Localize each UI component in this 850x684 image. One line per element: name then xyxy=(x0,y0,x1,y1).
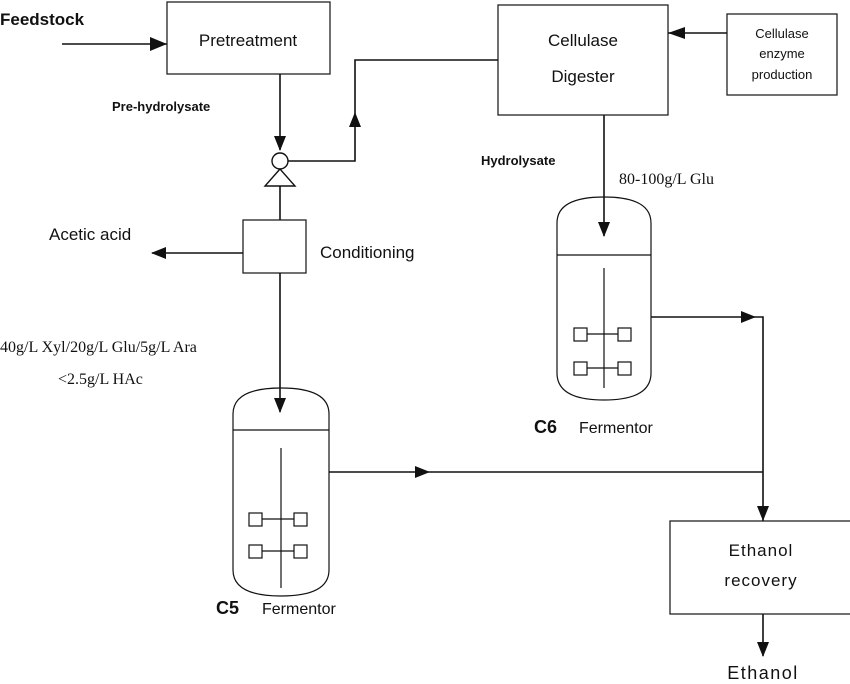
cellulase-digester-label-2: Digester xyxy=(551,67,615,86)
c5-fermentor-label: Fermentor xyxy=(262,601,336,618)
c5-bold-label: C5 xyxy=(216,598,239,618)
pretreatment-label: Pretreatment xyxy=(199,31,298,50)
conditioning-label: Conditioning xyxy=(320,243,415,262)
enzyme-label-2: enzyme xyxy=(759,46,805,61)
conditioning-box xyxy=(242,219,307,274)
enzyme-label-1: Cellulase xyxy=(755,26,808,41)
pump-icon xyxy=(271,152,289,170)
pre-hydrolysate-label: Pre-hydrolysate xyxy=(112,99,210,114)
c6-fermentor-vessel xyxy=(556,196,652,401)
pretreatment-box xyxy=(166,1,331,75)
cellulase-digester-box xyxy=(497,4,669,116)
c6-to-recovery-line xyxy=(651,316,764,521)
cellulase-digester-label-1: Cellulase xyxy=(548,31,618,50)
pretreatment-down-arrowhead xyxy=(274,136,286,151)
enzyme-arrowhead xyxy=(668,27,685,39)
recovery-in-arrowhead xyxy=(757,506,769,521)
ethanol-recovery-label-2: recovery xyxy=(724,571,797,590)
enzyme-production-box xyxy=(726,13,838,96)
feedstock-label: Feedstock xyxy=(0,10,85,29)
digester-to-c6-arrowhead xyxy=(598,222,610,237)
pump-to-digester-line xyxy=(288,59,498,162)
acetic-acid-label: Acetic acid xyxy=(49,225,131,244)
feedstock-arrowhead xyxy=(150,37,167,51)
glu-concentration-label: 80-100g/L Glu xyxy=(619,171,714,188)
c6-fermentor-label: Fermentor xyxy=(579,420,653,437)
acetic-acid-arrowhead xyxy=(151,247,166,259)
pump-base-icon xyxy=(263,167,297,187)
ethanol-recovery-label-1: Ethanol xyxy=(729,541,794,560)
c6-bold-label: C6 xyxy=(534,417,557,437)
c5-out-arrowhead xyxy=(415,466,430,478)
hydrolysate-label: Hydrolysate xyxy=(481,153,555,168)
c5-fermentor-vessel xyxy=(232,387,330,597)
c6-out-arrowhead xyxy=(741,311,756,323)
enzyme-label-3: production xyxy=(752,67,813,82)
ethanol-label: Ethanol xyxy=(727,663,799,683)
conditioning-to-c5-arrowhead xyxy=(274,398,286,413)
c5-stream-label-1: 40g/L Xyl/20g/L Glu/5g/L Ara xyxy=(0,339,197,356)
ethanol-recovery-box xyxy=(669,520,850,615)
ethanol-arrowhead xyxy=(757,642,769,657)
c5-stream-label-2: <2.5g/L HAc xyxy=(58,371,143,388)
pump-to-digester-arrowhead xyxy=(349,112,361,127)
